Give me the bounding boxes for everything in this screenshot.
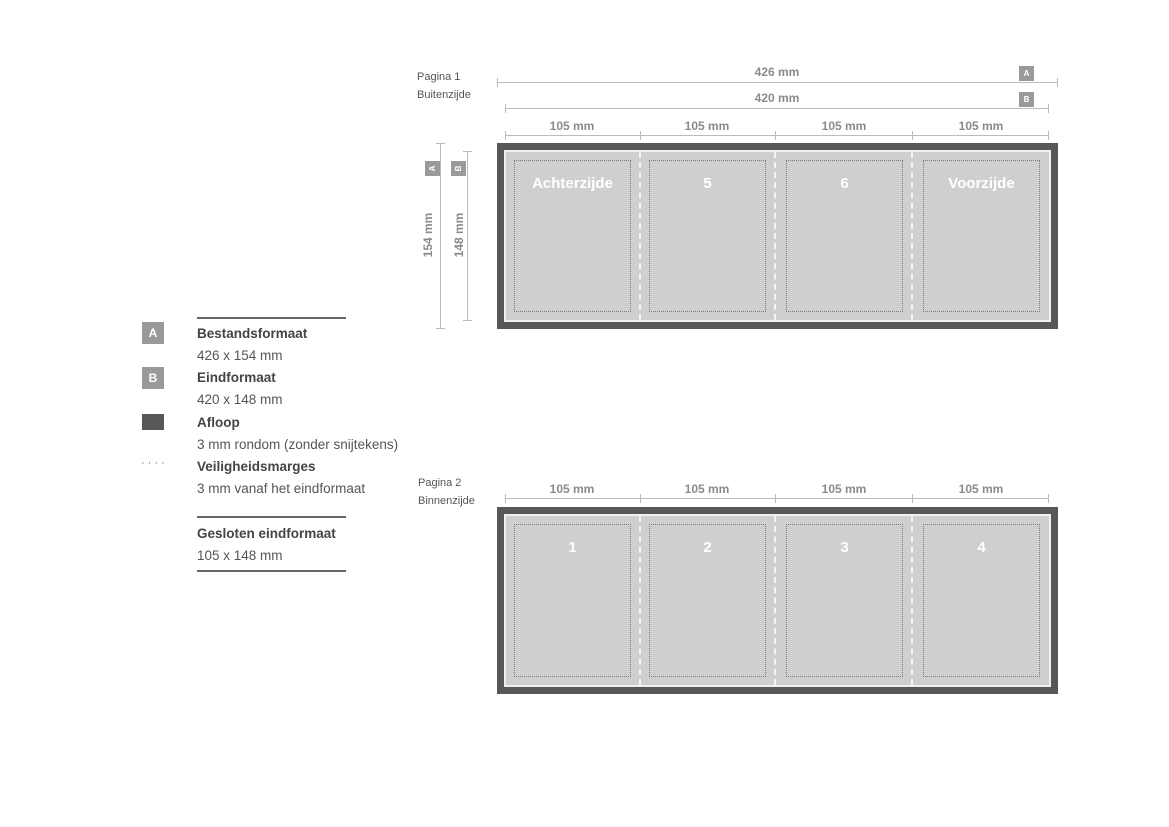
dim-154-label: 154 mm bbox=[421, 212, 435, 258]
legend-title-eindformaat: Eindformaat bbox=[197, 370, 276, 385]
legend-badge-a: A bbox=[142, 322, 164, 344]
legend-text-eindformaat: 420 x 148 mm bbox=[197, 392, 283, 407]
page1-panel-tick-0 bbox=[505, 131, 506, 140]
dim-148-label: 148 mm bbox=[452, 212, 466, 258]
dim-154-tick-bottom bbox=[436, 328, 445, 329]
page1-subtitle: Buitenzijde bbox=[417, 89, 471, 101]
page2-bleed-area: 1 2 3 4 bbox=[497, 507, 1058, 694]
dim-420-badge: B bbox=[1019, 92, 1034, 107]
legend-top-rule bbox=[197, 317, 346, 319]
legend-text-bestandsformaat: 426 x 154 mm bbox=[197, 348, 283, 363]
page2-panel-3: 3 bbox=[786, 524, 903, 677]
legend-title-bestandsformaat: Bestandsformaat bbox=[197, 326, 308, 341]
dim-420-tick-left bbox=[505, 104, 506, 113]
legend-title-gesloten: Gesloten eindformaat bbox=[197, 526, 336, 541]
page1-fold-1 bbox=[639, 152, 641, 320]
legend-badge-b: B bbox=[142, 367, 164, 389]
dim-148-line bbox=[467, 151, 468, 321]
page1-panel-label-1: Achterzijde bbox=[532, 175, 613, 192]
dim-420-label: 420 mm bbox=[754, 91, 800, 105]
page1-panel-tick-1 bbox=[640, 131, 641, 140]
page1-panel-tick-3 bbox=[912, 131, 913, 140]
page1-bleed-area: Achterzijde 5 6 Voorzijde bbox=[497, 143, 1058, 329]
page2-panel-width-2: 105 mm bbox=[684, 482, 730, 496]
page1-fold-3 bbox=[911, 152, 913, 320]
legend-dotted-marker: · · · · bbox=[141, 457, 165, 469]
page1-panel-5: 5 bbox=[649, 160, 766, 312]
page1-title: Pagina 1 bbox=[417, 71, 461, 83]
page1-panel-width-4: 105 mm bbox=[958, 119, 1004, 133]
legend-text-gesloten: 105 x 148 mm bbox=[197, 548, 283, 563]
page2-label: Pagina 2 Binnenzijde bbox=[418, 474, 475, 510]
page1-panel-achterzijde: Achterzijde bbox=[514, 160, 631, 312]
page2-title: Pagina 2 bbox=[418, 477, 462, 489]
page2-fold-2 bbox=[774, 516, 776, 685]
page1-panel-label-4: Voorzijde bbox=[948, 175, 1015, 192]
legend-bleed-swatch bbox=[142, 414, 164, 430]
legend-mid-rule bbox=[197, 516, 346, 518]
dim-154-tick-top bbox=[436, 143, 445, 144]
legend-text-afloop: 3 mm rondom (zonder snijtekens) bbox=[197, 437, 399, 452]
page2-panel-label-2: 2 bbox=[703, 539, 712, 556]
page2-panel-4: 4 bbox=[923, 524, 1040, 677]
page1-fold-2 bbox=[774, 152, 776, 320]
page1-panel-label-3: 6 bbox=[840, 175, 849, 192]
dim-154-badge: A bbox=[425, 161, 440, 176]
page1-panel-tick-2 bbox=[775, 131, 776, 140]
page2-panel-1: 1 bbox=[514, 524, 631, 677]
page2-panel-tick-2 bbox=[775, 494, 776, 503]
dim-426-label: 426 mm bbox=[754, 65, 800, 79]
dim-426-tick-right bbox=[1057, 78, 1058, 87]
dim-426-line bbox=[497, 82, 1058, 83]
page2-fold-1 bbox=[639, 516, 641, 685]
dim-420-tick-right bbox=[1048, 104, 1049, 113]
dim-148-tick-top bbox=[463, 151, 472, 152]
dim-426-badge: A bbox=[1019, 66, 1034, 81]
page1-panel-width-3: 105 mm bbox=[821, 119, 867, 133]
page2-panel-width-1: 105 mm bbox=[549, 482, 595, 496]
page1-panel-voorzijde: Voorzijde bbox=[923, 160, 1040, 312]
legend-title-veiligheidsmarges: Veiligheidsmarges bbox=[197, 459, 316, 474]
page1-panel-tick-4 bbox=[1048, 131, 1049, 140]
page2-fold-3 bbox=[911, 516, 913, 685]
page2-panel-tick-4 bbox=[1048, 494, 1049, 503]
page1-panel-width-1: 105 mm bbox=[549, 119, 595, 133]
page1-panel-6: 6 bbox=[786, 160, 903, 312]
page1-label: Pagina 1 Buitenzijde bbox=[417, 68, 471, 104]
page2-subtitle: Binnenzijde bbox=[418, 495, 475, 507]
page2-panel-width-3: 105 mm bbox=[821, 482, 867, 496]
page2-trim-area: 1 2 3 4 bbox=[504, 514, 1051, 687]
page1-panel-width-2: 105 mm bbox=[684, 119, 730, 133]
page2-panel-tick-1 bbox=[640, 494, 641, 503]
page1-trim-area: Achterzijde 5 6 Voorzijde bbox=[504, 150, 1051, 322]
dim-420-line bbox=[505, 108, 1049, 109]
legend-bottom-rule bbox=[197, 570, 346, 572]
page1-panel-dim-line bbox=[505, 135, 1049, 136]
legend-text-veiligheidsmarges: 3 mm vanaf het eindformaat bbox=[197, 481, 366, 496]
page2-panel-dim-line bbox=[505, 498, 1049, 499]
page2-panel-label-1: 1 bbox=[568, 539, 577, 556]
page2-panel-width-4: 105 mm bbox=[958, 482, 1004, 496]
page2-panel-tick-3 bbox=[912, 494, 913, 503]
dim-148-tick-bottom bbox=[463, 320, 472, 321]
dim-426-tick-left bbox=[497, 78, 498, 87]
page2-panel-2: 2 bbox=[649, 524, 766, 677]
page2-panel-label-3: 3 bbox=[840, 539, 849, 556]
page2-panel-tick-0 bbox=[505, 494, 506, 503]
legend-title-afloop: Afloop bbox=[197, 415, 240, 430]
page2-panel-label-4: 4 bbox=[977, 539, 986, 556]
dim-154-line bbox=[440, 143, 441, 329]
page1-panel-label-2: 5 bbox=[703, 175, 712, 192]
dim-148-badge: B bbox=[451, 161, 466, 176]
